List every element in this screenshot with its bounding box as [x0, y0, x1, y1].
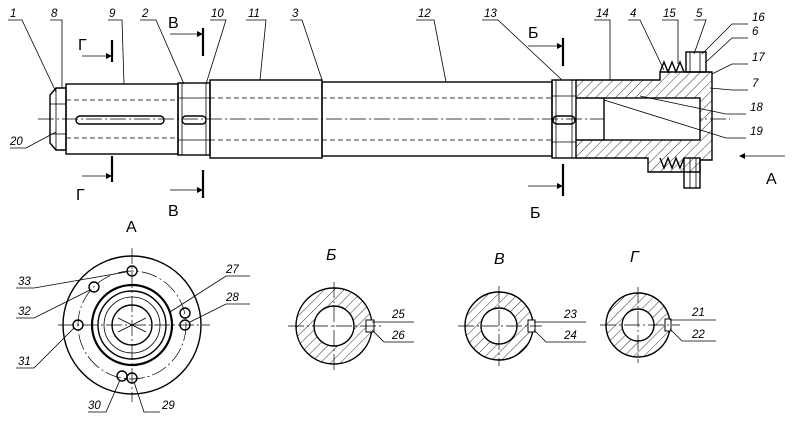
label-part-22: 22: [691, 329, 705, 341]
label-part-23: 23: [563, 309, 577, 321]
label-part-25: 25: [391, 309, 405, 321]
label-v-bottom: В: [168, 203, 179, 220]
bolt-hole: [126, 265, 138, 277]
bolt-hole: [72, 319, 84, 331]
label-part-28: 28: [225, 292, 239, 304]
label-part-21: 21: [691, 307, 705, 319]
label-part-29: 29: [161, 400, 175, 412]
bearing-ring-right: [551, 79, 577, 159]
view-a-flange: А: [58, 219, 210, 402]
label-part-19: 19: [750, 126, 763, 138]
label-b-top: Б: [528, 25, 539, 42]
label-part-10: 10: [211, 8, 224, 20]
bolt-hole: [116, 370, 128, 382]
bolt-hole: [88, 281, 100, 293]
section-g-title: Г: [630, 249, 640, 266]
section-b: Б 25 26: [288, 247, 414, 370]
right-hub-section: [576, 51, 713, 189]
label-part-16: 16: [752, 12, 765, 24]
keyway-slot-1: [75, 115, 165, 125]
label-part-20: 20: [9, 136, 23, 148]
label-part-32: 32: [18, 306, 31, 318]
label-part-31: 31: [18, 356, 31, 368]
lock-nut: [685, 51, 707, 73]
section-markers: Г Г В В Б Б А: [76, 15, 785, 222]
lock-washer-bottom: [683, 157, 701, 189]
label-part-13: 13: [484, 8, 497, 20]
label-part-9: 9: [109, 8, 116, 20]
label-part-4: 4: [630, 8, 636, 20]
bore-circle: [111, 304, 153, 346]
label-part-3: 3: [292, 8, 299, 20]
label-part-1: 1: [10, 8, 16, 20]
flange-outer-circle: [62, 255, 202, 395]
label-part-27: 27: [225, 264, 239, 276]
label-part-26: 26: [391, 330, 405, 342]
shaft-main-view: [38, 51, 730, 189]
label-part-5: 5: [696, 8, 703, 20]
label-part-6: 6: [752, 26, 759, 38]
label-part-14: 14: [596, 8, 609, 20]
section-b-title: Б: [326, 247, 336, 264]
bore-cross: [117, 317, 147, 333]
bolt-hole: [126, 372, 138, 384]
label-part-8: 8: [51, 8, 58, 20]
bolt-hole: [179, 319, 191, 331]
hub-bore: [603, 97, 701, 141]
thread-teeth-bottom: [659, 156, 685, 170]
part-leaders-view-a: 33 32 31 30 29 27 28: [16, 264, 250, 413]
label-a-arrow: А: [766, 171, 777, 188]
label-part-30: 30: [88, 400, 101, 412]
keyway-slot-2: [181, 115, 207, 125]
label-part-24: 24: [563, 330, 577, 342]
label-g-bottom: Г: [76, 187, 85, 204]
view-a-title: А: [126, 219, 137, 236]
section-v: В 23 24: [458, 251, 586, 366]
hub-inner-circle: [97, 290, 167, 360]
section-g: Г 21 22: [600, 249, 716, 363]
label-part-18: 18: [750, 102, 763, 114]
section-v-title: В: [494, 251, 505, 268]
label-part-7: 7: [752, 78, 759, 90]
label-v-top: В: [168, 15, 179, 32]
bore-chamfer-circle: [103, 296, 161, 354]
keyway-slot-3: [552, 115, 576, 125]
label-g-top: Г: [78, 37, 87, 54]
bolt-hole: [179, 307, 191, 319]
label-part-33: 33: [18, 276, 31, 288]
label-part-2: 2: [141, 8, 149, 20]
label-part-17: 17: [752, 52, 765, 64]
label-part-15: 15: [663, 8, 676, 20]
thread-teeth-top: [659, 60, 685, 74]
part-leaders-main: 1 8 9 2 10 11 3 12 13 14 4 15 5 16 6 17 …: [8, 8, 765, 149]
hub-circle: [90, 283, 174, 367]
bolt-circle: [77, 270, 187, 380]
label-b-bottom: Б: [530, 205, 541, 222]
label-part-11: 11: [248, 8, 260, 20]
label-part-12: 12: [418, 8, 431, 20]
